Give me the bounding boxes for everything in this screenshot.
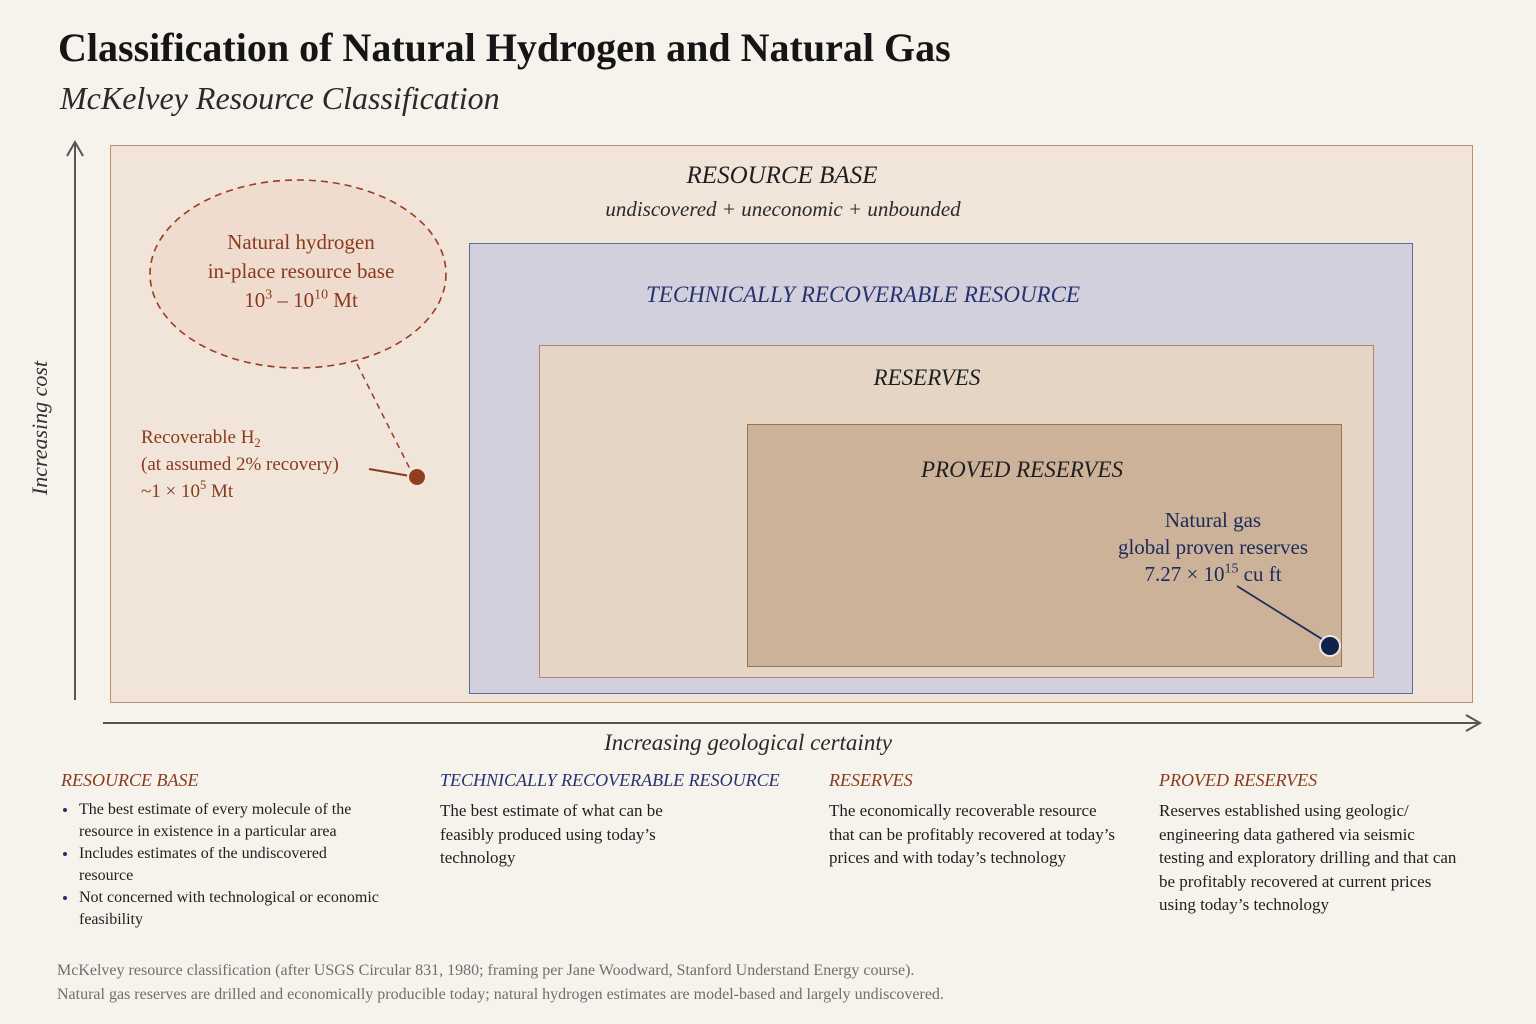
page-title: Classification of Natural Hydrogen and N… [58, 25, 951, 70]
hydrogen-in-place-line2: in-place resource base [207, 259, 395, 283]
footnote-note: Natural gas reserves are drilled and eco… [57, 986, 944, 1003]
definition-body: Reserves established using geologic/ eng… [1159, 801, 1457, 914]
definition-heading: PROVED RESERVES [1159, 770, 1318, 790]
list-item: Not concerned with technological or econ… [61, 887, 381, 930]
y-axis-arrowhead [66, 139, 84, 157]
footnote-source: McKelvey resource classification (after … [57, 962, 915, 979]
resource-base-title: RESOURCE BASE [686, 162, 878, 189]
hydrogen-in-place-label: Natural hydrogen in-place resource base … [208, 228, 395, 315]
natural-gas-value: 7.27 × 1015 cu ft [1144, 560, 1282, 586]
resource-base-subtitle: undiscovered + uneconomic + unbounded [605, 197, 961, 221]
x-axis-label: Increasing geological certainty [604, 730, 892, 755]
technically-recoverable-title: TECHNICALLY RECOVERABLE RESOURCE [646, 282, 1080, 307]
reserves-title: RESERVES [873, 365, 981, 390]
definition-body: The economically recoverable resource th… [829, 801, 1116, 867]
definition-resource-base: RESOURCE BASE The best estimate of every… [61, 770, 381, 931]
list-item: Includes estimates of the undiscovered r… [61, 843, 381, 886]
page-subtitle: McKelvey Resource Classification [60, 80, 500, 116]
definition-technically-recoverable: TECHNICALLY RECOVERABLE RESOURCE The bes… [440, 770, 780, 870]
definition-bullets: The best estimate of every molecule of t… [61, 799, 381, 930]
definition-heading: TECHNICALLY RECOVERABLE RESOURCE [440, 770, 780, 790]
hydrogen-in-place-range: 103 – 1010 Mt [244, 286, 358, 312]
hydrogen-recoverable-label: Recoverable H2 (at assumed 2% recovery) … [141, 424, 339, 505]
hydrogen-recoverable-line2: (at assumed 2% recovery) [141, 454, 339, 475]
hydrogen-recoverable-line1: Recoverable H2 [141, 427, 261, 450]
natural-gas-line2: global proven reserves [1117, 535, 1309, 559]
definition-reserves: RESERVES The economically recoverable re… [829, 770, 1129, 870]
natural-gas-line1: Natural gas [1164, 508, 1262, 532]
x-axis-arrowhead [1465, 714, 1483, 732]
proved-reserves-title: PROVED RESERVES [920, 457, 1124, 482]
hydrogen-in-place-line1: Natural hydrogen [227, 230, 375, 254]
natural-gas-label: Natural gas global proven reserves 7.27 … [1118, 507, 1308, 588]
definition-proved-reserves: PROVED RESERVES Reserves established usi… [1159, 770, 1459, 917]
definition-heading: RESERVES [829, 770, 913, 790]
definition-heading: RESOURCE BASE [61, 770, 199, 790]
definition-body: The best estimate of what can be feasibl… [440, 801, 663, 867]
list-item: The best estimate of every molecule of t… [61, 799, 381, 842]
y-axis-label: Increasing cost [27, 360, 52, 496]
hydrogen-recoverable-value: ~1 × 105 Mt [141, 478, 234, 502]
